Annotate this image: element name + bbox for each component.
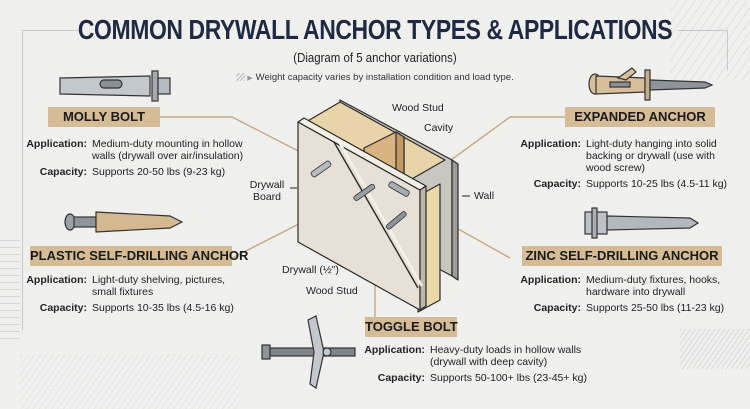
decorative-hatch: [20, 354, 240, 409]
hatch-icon: [236, 73, 246, 81]
plastic-self-drilling-application: Light-duty shelving, pictures, small fix…: [92, 274, 226, 298]
page-title: COMMON DRYWALL ANCHOR TYPES & APPLICATIO…: [77, 14, 673, 45]
wall-anchors: [310, 160, 410, 230]
molly-bolt-info: Application: Medium-duty mounting in holl…: [26, 138, 246, 182]
plastic-self-drilling-illustration: [64, 211, 184, 233]
label-wood-stud-top: Wood Stud: [392, 102, 444, 114]
molly-bolt-capacity: Supports 20-50 lbs (9-23 kg): [92, 166, 226, 178]
plastic-self-drilling-info: Application: Light-duty shelving, picture…: [26, 274, 246, 318]
capacity-label: Capacity:: [533, 302, 581, 314]
wall-diagram: [297, 99, 459, 313]
application-label: Application:: [26, 274, 87, 286]
toggle-bolt-capacity: Supports 50-100+ lbs (23-45+ kg): [430, 372, 588, 384]
decorative-lines: [0, 240, 20, 340]
decorative-hatch: [670, 0, 750, 80]
plastic-self-drilling-capacity: Supports 10-35 lbs (4.5-16 kg): [92, 302, 234, 314]
expanded-anchor-application: Light-duty hanging into solid backing or…: [586, 138, 717, 174]
zinc-self-drilling-capacity: Supports 25-50 lbs (11-23 kg): [586, 302, 725, 314]
toggle-bolt-info: Application: Heavy-duty loads in hollow w…: [364, 344, 604, 388]
page-subtitle: (Diagram of 5 anchor variations): [293, 50, 457, 65]
zinc-self-drilling-application: Medium-duty fixtures, hooks, hardware in…: [586, 274, 721, 298]
application-label: Application:: [520, 274, 581, 286]
capacity-label: Capacity:: [39, 166, 87, 178]
plastic-self-drilling-title: PLASTIC SELF-DRILLING ANCHOR: [30, 246, 248, 266]
capacity-note: ▶Weight capacity varies by installation …: [0, 72, 750, 83]
label-cavity: Cavity: [424, 122, 454, 134]
label-wood-stud-bottom: Wood Stud: [306, 285, 358, 297]
molly-bolt-title: MOLLY BOLT: [48, 107, 160, 127]
toggle-bolt-title: TOGGLE BOLT: [365, 317, 458, 337]
molly-bolt-application: Medium-duty mounting in hollow walls (dr…: [92, 138, 244, 162]
zinc-self-drilling-illustration: [584, 207, 700, 239]
expanded-anchor-title: EXPANDED ANCHOR: [565, 107, 715, 127]
expanded-anchor-info: Application: Light-duty hanging into soli…: [520, 138, 742, 194]
zinc-self-drilling-info: Application: Medium-duty fixtures, hooks,…: [520, 274, 742, 318]
expanded-anchor-illustration: [588, 67, 714, 101]
zinc-self-drilling-title: ZINC SELF-DRILLING ANCHOR: [522, 246, 722, 266]
note-text: Weight capacity varies by installation c…: [255, 72, 514, 83]
toggle-bolt-application: Heavy-duty loads in hollow walls (drywal…: [430, 344, 582, 368]
application-label: Application:: [520, 138, 581, 150]
capacity-label: Capacity:: [39, 302, 87, 314]
label-drywall-half: Drywall (½"): [282, 264, 339, 276]
expanded-anchor-capacity: Supports 10-25 lbs (4.5-11 kg): [586, 178, 728, 190]
decorative-frame: [678, 30, 728, 70]
label-drywall-board: Drywall Board: [249, 179, 285, 203]
application-label: Application:: [364, 344, 425, 356]
capacity-label: Capacity:: [377, 372, 425, 384]
molly-bolt-illustration: [59, 70, 171, 102]
play-arrow-icon: ▶: [247, 75, 253, 82]
capacity-label: Capacity:: [533, 178, 581, 190]
toggle-bolt-illustration: [261, 315, 356, 389]
decorative-frame: [22, 30, 82, 330]
decorative-hatch: [680, 329, 750, 369]
label-wall: Wall: [474, 190, 495, 202]
application-label: Application:: [26, 138, 87, 150]
